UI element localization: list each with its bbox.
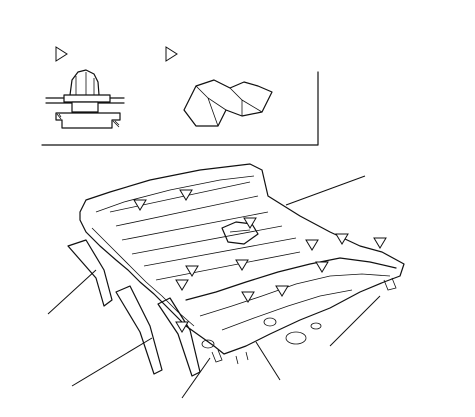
marker-8: [335, 233, 349, 245]
clip-illustration: [45, 69, 125, 129]
marker-13: [241, 291, 255, 303]
fastener-inset: [41, 46, 319, 146]
leader-lines: [47, 175, 381, 399]
marker-12: [175, 321, 189, 333]
marker-4: [185, 265, 199, 277]
pad-legend-marker: [165, 46, 178, 62]
marker-7: [305, 239, 319, 251]
marker-5: [235, 259, 249, 271]
marker-10: [315, 261, 329, 273]
leader-line-6: [329, 295, 381, 347]
marker-11: [275, 285, 289, 297]
leader-line-4: [181, 357, 211, 399]
marker-3: [243, 217, 257, 229]
clip-legend-marker: [55, 46, 68, 62]
marker-1: [133, 199, 147, 211]
headliner-panel: [67, 163, 405, 377]
leader-line-1: [285, 175, 366, 206]
marker-9: [373, 237, 387, 249]
leader-line-3: [71, 337, 153, 387]
marker-6: [175, 279, 189, 291]
marker-2: [179, 189, 193, 201]
inset-border: [41, 71, 319, 146]
leader-line-5: [255, 341, 281, 381]
leader-line-2: [47, 269, 97, 315]
clip-markers: [133, 189, 387, 333]
pad-illustration: [183, 79, 273, 127]
